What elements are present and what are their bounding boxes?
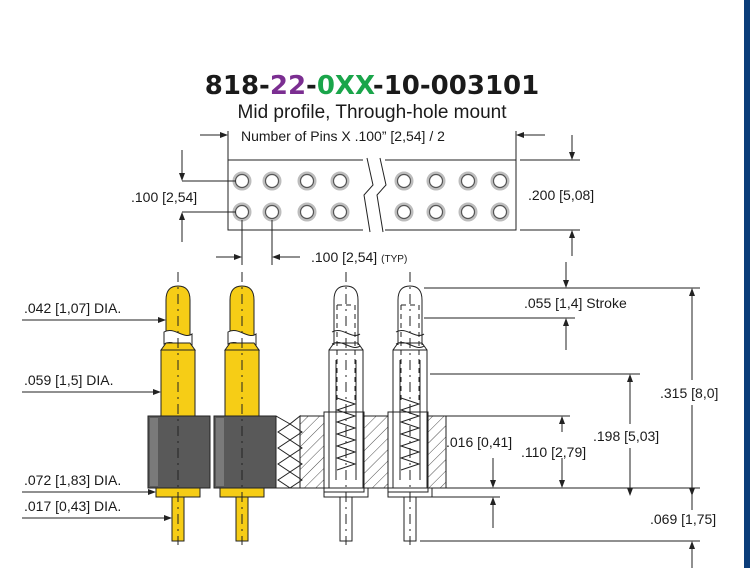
pin-hole — [264, 204, 280, 220]
arrowhead — [569, 152, 575, 160]
arrowhead — [563, 280, 569, 288]
row-pitch-label: .100 [2,54] — [131, 189, 197, 205]
plunger-outline — [333, 285, 359, 345]
arrowhead — [490, 480, 496, 488]
pin-hole — [234, 173, 250, 189]
arrowhead — [559, 480, 565, 488]
pin-hole — [492, 204, 508, 220]
height-198-label: .198 [5,03] — [593, 428, 659, 444]
hidden-plunger — [400, 304, 420, 400]
stroke-label: .055 [1,4] Stroke — [524, 295, 627, 311]
pin-pitch-label: .100 [2,54](TYP) — [311, 249, 407, 265]
arrowhead — [164, 515, 172, 521]
arrowhead — [689, 488, 695, 496]
pin-solid-2 — [219, 272, 265, 545]
section-break — [288, 414, 303, 489]
arrowhead — [569, 230, 575, 238]
number-of-pins-label: Number of Pins X .100” [2,54] / 2 — [241, 128, 445, 144]
arrowhead — [179, 212, 185, 220]
pin-hole — [460, 204, 476, 220]
hidden-plunger — [336, 304, 356, 400]
barrel-dia-label: .059 [1,5] DIA. — [24, 372, 114, 388]
dim-016-label: .016 [0,41] — [446, 434, 512, 450]
arrowhead — [220, 132, 228, 138]
pin-hole — [428, 204, 444, 220]
pin-hole — [234, 204, 250, 220]
arrowhead — [627, 488, 633, 496]
insulator-highlight — [216, 418, 224, 486]
arrowhead — [153, 389, 161, 395]
break-line — [363, 157, 374, 233]
pins-code: 22 — [270, 71, 306, 101]
cavity — [323, 411, 365, 493]
pin-hole — [299, 204, 315, 220]
arrowhead — [158, 317, 166, 323]
arrowhead — [179, 173, 185, 181]
side-view-solid: .042 [1,07] DIA. .059 [1,5] DIA. .072 [1… — [22, 272, 292, 545]
cavity — [387, 411, 429, 493]
arrowhead — [627, 374, 633, 382]
tail-dia-label: .017 [0,43] DIA. — [24, 498, 121, 514]
plunger-outline — [397, 285, 423, 345]
pin-hole — [332, 204, 348, 220]
arrowhead — [559, 416, 565, 424]
insulator-block — [213, 415, 277, 489]
arrowhead — [234, 254, 242, 260]
pin-hole — [460, 173, 476, 189]
break-line — [376, 157, 387, 233]
page-edge-strip — [744, 0, 750, 568]
pin-hole — [264, 173, 280, 189]
part-number-title: 818-22-0XX-10-003101 — [205, 71, 539, 101]
arrowhead — [689, 541, 695, 549]
arrowhead — [490, 497, 496, 505]
pin-solid-1 — [155, 272, 201, 545]
arrowhead — [516, 132, 524, 138]
dim-110-label: .110 [2,79] — [521, 444, 586, 460]
arrowhead — [148, 489, 156, 495]
plunger-dia-label: .042 [1,07] DIA. — [24, 300, 121, 316]
arrowhead — [563, 318, 569, 326]
pin-hole — [299, 173, 315, 189]
arrowhead — [689, 288, 695, 296]
top-view: Number of Pins X .100” [2,54] / 2 — [131, 128, 594, 265]
pin-hole — [396, 173, 412, 189]
hole-row-top — [232, 171, 510, 191]
arrowhead — [272, 254, 280, 260]
pin-section-2 — [387, 272, 433, 545]
flange-dia-label: .072 [1,83] DIA. — [24, 472, 121, 488]
insulator-highlight — [150, 418, 158, 486]
pin-hole — [332, 173, 348, 189]
inner-wall — [399, 360, 421, 480]
tail-length-label: .069 [1,75] — [650, 511, 716, 527]
break-zigzag — [275, 415, 292, 489]
insulator-block — [147, 415, 211, 489]
body-width-label: .200 [5,08] — [528, 187, 594, 203]
inner-wall — [335, 360, 357, 480]
spring — [399, 397, 421, 471]
pin-hole — [492, 173, 508, 189]
pin-hole — [396, 204, 412, 220]
pin-hole — [428, 173, 444, 189]
spring — [335, 397, 357, 471]
option-code: 0XX — [317, 71, 375, 101]
pin-section-1 — [323, 272, 369, 545]
section-view: .055 [1,4] Stroke .315 [8,0] .198 [5,03]… — [288, 262, 718, 568]
subtitle: Mid profile, Through-hole mount — [238, 102, 508, 123]
overall-height-label: .315 [8,0] — [660, 385, 718, 401]
